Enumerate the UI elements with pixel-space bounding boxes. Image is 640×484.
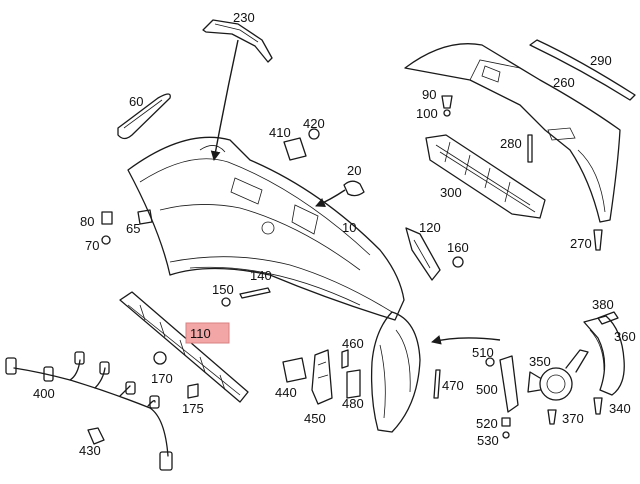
tow-hook-cover[interactable] xyxy=(527,349,589,401)
callout-230[interactable]: 230 xyxy=(233,10,255,25)
bumper-support-bracket[interactable] xyxy=(404,43,621,223)
bracket-500[interactable] xyxy=(499,355,519,413)
callout-170[interactable]: 170 xyxy=(151,371,173,386)
callout-440[interactable]: 440 xyxy=(275,385,297,400)
callout-340[interactable]: 340 xyxy=(609,401,631,416)
callout-290[interactable]: 290 xyxy=(590,53,612,68)
callout-70[interactable]: 70 xyxy=(85,238,99,253)
callout-530[interactable]: 530 xyxy=(477,433,499,448)
callout-410[interactable]: 410 xyxy=(269,125,291,140)
bracket-480[interactable] xyxy=(346,369,361,399)
callout-175[interactable]: 175 xyxy=(182,401,204,416)
callout-470[interactable]: 470 xyxy=(442,378,464,393)
callout-65[interactable]: 65 xyxy=(126,221,140,236)
callout-480[interactable]: 480 xyxy=(342,396,364,411)
energy-absorber[interactable] xyxy=(425,134,546,219)
bracket-120[interactable] xyxy=(405,227,441,281)
callout-500[interactable]: 500 xyxy=(476,382,498,397)
callout-350[interactable]: 350 xyxy=(529,354,551,369)
callout-20[interactable]: 20 xyxy=(347,163,361,178)
upper-spoiler-lip[interactable] xyxy=(529,39,636,101)
callout-360[interactable]: 360 xyxy=(614,329,636,344)
bracket-440[interactable] xyxy=(282,357,307,383)
callout-90[interactable]: 90 xyxy=(422,87,436,102)
callout-370[interactable]: 370 xyxy=(562,411,584,426)
callout-380[interactable]: 380 xyxy=(592,297,614,312)
callout-80[interactable]: 80 xyxy=(80,214,94,229)
callout-420[interactable]: 420 xyxy=(303,116,325,131)
callout-430[interactable]: 430 xyxy=(79,443,101,458)
callout-labels: 10 20 60 65 70 80 90 100 110 120 140 150… xyxy=(33,10,636,458)
callout-160[interactable]: 160 xyxy=(447,240,469,255)
reinforcement-bar[interactable] xyxy=(119,291,249,403)
callout-510[interactable]: 510 xyxy=(472,345,494,360)
callout-150[interactable]: 150 xyxy=(212,282,234,297)
callout-300[interactable]: 300 xyxy=(440,185,462,200)
callout-270[interactable]: 270 xyxy=(570,236,592,251)
side-bracket-assembly[interactable] xyxy=(583,311,625,396)
callout-460[interactable]: 460 xyxy=(342,336,364,351)
callout-450[interactable]: 450 xyxy=(304,411,326,426)
leader-arrows xyxy=(210,39,501,345)
rear-bumper-cover[interactable] xyxy=(127,136,421,433)
callout-110[interactable]: 110 xyxy=(190,326,211,341)
highlight-110 xyxy=(185,322,230,344)
callout-400[interactable]: 400 xyxy=(33,386,55,401)
callout-520[interactable]: 520 xyxy=(476,416,498,431)
wiring-harness[interactable] xyxy=(5,351,173,471)
callout-120[interactable]: 120 xyxy=(419,220,441,235)
callout-100[interactable]: 100 xyxy=(416,106,438,121)
callout-260[interactable]: 260 xyxy=(553,75,575,90)
callout-60[interactable]: 60 xyxy=(129,94,143,109)
fasteners xyxy=(87,95,603,445)
callout-140[interactable]: 140 xyxy=(250,268,272,283)
top-mounting-rail[interactable] xyxy=(202,19,273,63)
upper-trim-strip[interactable] xyxy=(117,93,171,140)
callout-10[interactable]: 10 xyxy=(342,220,356,235)
bracket-450[interactable] xyxy=(311,349,333,405)
callout-280[interactable]: 280 xyxy=(500,136,522,151)
